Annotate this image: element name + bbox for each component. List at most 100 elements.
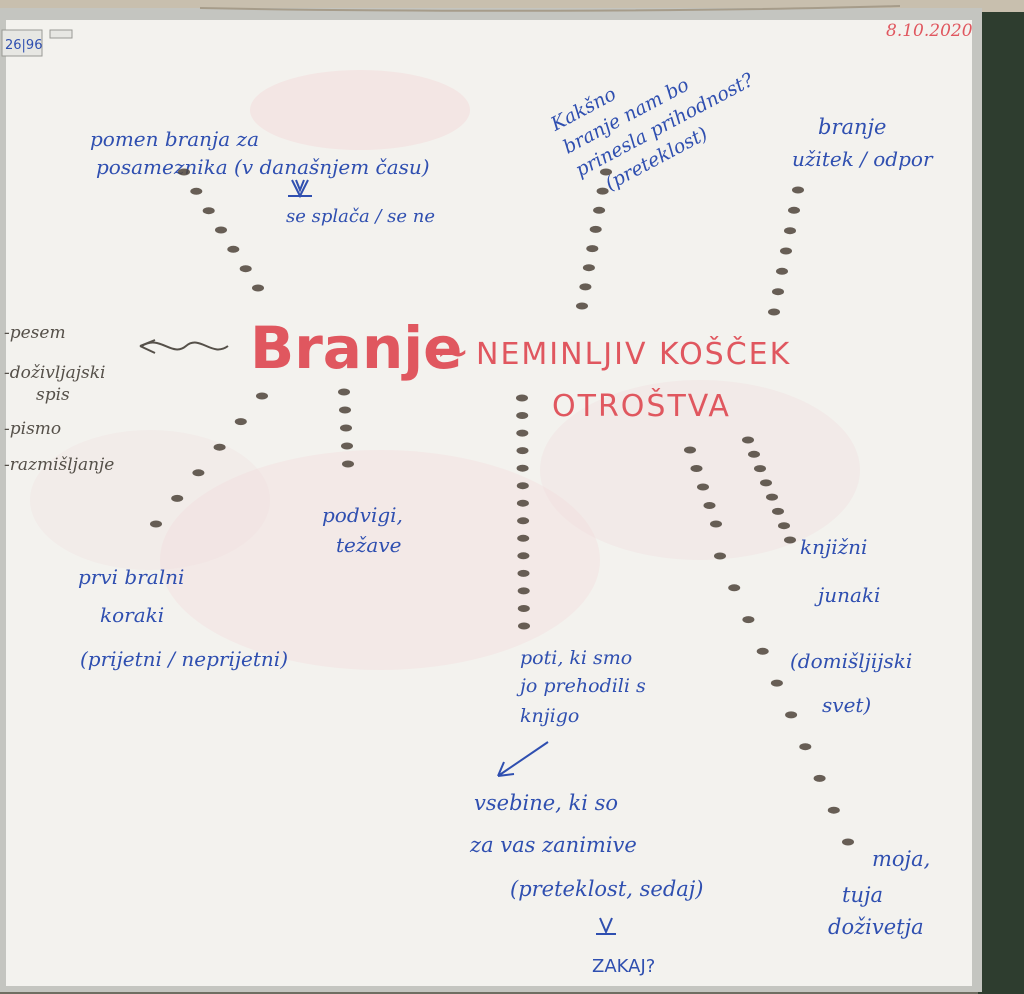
connector-dot (827, 806, 840, 814)
connector-dot (192, 469, 205, 477)
connector-dot (190, 187, 203, 195)
connector-dot (799, 743, 812, 751)
connector-dot (252, 284, 264, 292)
note-poti-2: jo prehodili s (516, 675, 646, 697)
corner-label: 26|96 (5, 38, 42, 53)
note-moja-1: moja, (872, 847, 930, 871)
smudge (160, 450, 600, 670)
connector-dot (742, 436, 754, 444)
note-junaki-3: (domišljijski (790, 649, 912, 673)
connector-dot (772, 507, 784, 515)
connector-dot (256, 392, 268, 400)
connector-dot (778, 522, 790, 530)
connector-dot (760, 479, 772, 487)
connector-dot (215, 226, 227, 234)
connector-dot (517, 552, 530, 560)
smudge (30, 430, 270, 570)
note-podvigi-1: podvigi, (322, 503, 403, 527)
connector-dot (710, 520, 722, 528)
connector-dot (788, 206, 800, 214)
connector-dot (768, 308, 780, 316)
note-junaki-2: junaki (814, 583, 880, 607)
connector-dot (213, 443, 226, 451)
connector-dot (770, 679, 783, 687)
note-prvi-1: prvi bralni (78, 565, 184, 589)
connector-dot (178, 168, 190, 176)
note-poti-1: poti, ki smo (520, 647, 632, 669)
note-moja-3: doživetja (828, 915, 924, 939)
note-podvigi-2: težave (336, 533, 401, 557)
hanging-string (199, 5, 901, 12)
connector-dot (748, 450, 760, 458)
connector-dot (792, 186, 804, 194)
list-item-dozivljajski: -doživljajski (4, 363, 105, 383)
note-pomen-1: pomen branja za (90, 127, 259, 151)
connector-dot (784, 536, 796, 544)
chalkboard-edge (978, 0, 1024, 994)
note-uzitek-1: branje (818, 115, 886, 139)
title-dash: ~ (436, 330, 470, 376)
note-prvi-3: (prijetni / neprijetni) (80, 647, 288, 671)
connector-dot (340, 424, 352, 432)
connector-dot (780, 247, 792, 255)
connector-dot (785, 711, 798, 719)
connector-dot (516, 482, 529, 490)
connector-dot (516, 464, 529, 472)
connector-dot (150, 520, 162, 528)
connector-dot (339, 406, 351, 414)
date-label: 8.10.2020 (886, 21, 973, 41)
title-word: Branje (250, 314, 462, 382)
connector-dot (341, 442, 353, 450)
connector-dot (582, 264, 595, 272)
dotted-connectors (150, 168, 854, 846)
list-item-pismo: -pismo (4, 419, 61, 439)
connector-dot (518, 622, 530, 630)
note-uzitek-2: užitek / odpor (792, 147, 934, 171)
title-line-1: NEMINLJIV KOŠČEK (476, 335, 791, 372)
connector-dot (517, 587, 530, 595)
connector-dot (690, 465, 703, 472)
connector-dot (784, 227, 796, 235)
connector-dot (516, 394, 528, 402)
note-pomen-2: posameznika (v današnjem času) (96, 155, 430, 179)
connector-dot (579, 283, 592, 291)
connector-dot (728, 584, 741, 592)
connector-dot (516, 429, 529, 437)
connector-dot (742, 616, 755, 624)
title-line-2: OTROŠTVA (552, 387, 731, 424)
note-prvi-2: koraki (100, 603, 164, 627)
connector-dot (171, 494, 184, 502)
list-item-razmisljanje: -razmišljanje (4, 455, 114, 475)
connector-dot (338, 388, 350, 396)
connector-dot (517, 605, 530, 612)
connector-dot (772, 288, 784, 296)
connector-dot (714, 552, 726, 560)
corner-sticker (49, 29, 73, 39)
connector-dot (589, 225, 602, 233)
connector-dot (516, 499, 529, 507)
board-surface (6, 20, 972, 986)
arrow-icon (497, 741, 549, 777)
note-poti-3: knjigo (520, 705, 579, 727)
connector-dot (517, 517, 530, 525)
connector-dot (766, 493, 778, 501)
connector-dot (516, 447, 529, 455)
smudge (250, 70, 470, 150)
down-arrow-icon (288, 179, 312, 199)
connector-dot (776, 267, 788, 275)
list-item-pesem: -pesem (4, 323, 66, 343)
connector-dot (596, 187, 609, 195)
connector-dot (234, 418, 247, 426)
note-moja-2: tuja (842, 883, 883, 907)
connector-dot (703, 502, 716, 509)
connector-dot (227, 245, 240, 253)
down-arrow-icon (596, 917, 616, 935)
connector-dot (600, 168, 612, 176)
corner-sticker (1, 29, 43, 57)
connector-dot (517, 534, 530, 542)
connector-dot (586, 245, 599, 253)
connector-dot (756, 647, 769, 655)
note-zakaj: ZAKAJ? (592, 956, 655, 977)
note-junaki-1: knjižni (800, 535, 867, 559)
connector-dot (593, 206, 606, 214)
